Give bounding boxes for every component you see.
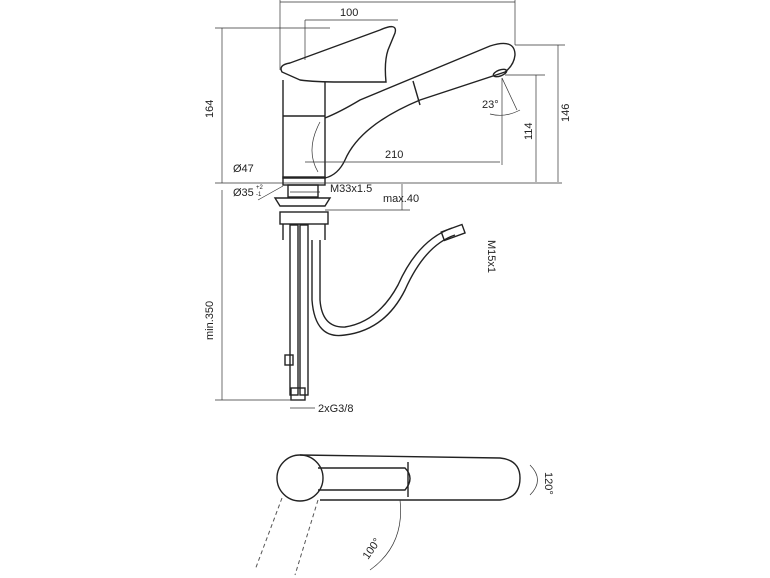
faucet-top-view: 100° 120° <box>254 454 554 576</box>
min-hose-dimension: min.350 <box>204 190 300 401</box>
body-top <box>276 454 324 502</box>
lever-top <box>318 467 411 491</box>
dim-max40: max.40 <box>383 193 419 205</box>
spray-head-outlet <box>492 68 508 78</box>
spout-seam <box>412 80 421 106</box>
lever-handle <box>280 25 397 83</box>
dim-146: 146 <box>560 104 572 122</box>
faucet-side-view <box>280 25 516 186</box>
dim-thread: M33x1.5 <box>330 183 372 195</box>
dim-hose-thread: M15x1 <box>485 240 497 273</box>
dim-min350: min.350 <box>204 301 216 340</box>
height-dimensions: 146 114 23° <box>482 44 572 182</box>
tolerance-minus: -1 <box>256 192 262 198</box>
lever-rotated <box>254 497 319 576</box>
hose-connector <box>440 223 466 242</box>
overall-width-dimension <box>279 0 516 70</box>
dim-120deg: 120° <box>542 472 554 495</box>
dim-hole-diameter: Ø35 <box>233 187 254 199</box>
lever-angle-arc <box>369 499 401 571</box>
pull-out-hose <box>311 227 456 337</box>
dim-connections: 2xG3/8 <box>318 403 353 415</box>
lever-reach-dimension: 100 <box>304 7 398 60</box>
swivel-angle-arc <box>529 464 538 496</box>
hole-leader-line <box>257 185 284 201</box>
dim-100: 100 <box>340 7 358 19</box>
reach-dimension: 210 <box>305 149 500 163</box>
dim-23deg: 23° <box>482 99 499 111</box>
dim-210: 210 <box>385 149 403 161</box>
dim-114: 114 <box>523 122 535 140</box>
dim-164: 164 <box>204 100 216 118</box>
dim-100deg: 100° <box>361 536 384 562</box>
mounting-hardware <box>273 184 332 240</box>
total-height-dimension: 164 <box>204 27 330 183</box>
supply-hoses: 2xG3/8 <box>284 224 353 415</box>
spout-top <box>299 454 521 501</box>
max-deck-dimension: max.40 <box>325 184 419 211</box>
dim-base-diameter: Ø47 <box>233 163 254 175</box>
spout-swivel-arc <box>311 121 321 173</box>
body-column <box>282 80 326 179</box>
tolerance-plus: +2 <box>256 185 264 191</box>
pull-out-spout <box>324 42 516 179</box>
